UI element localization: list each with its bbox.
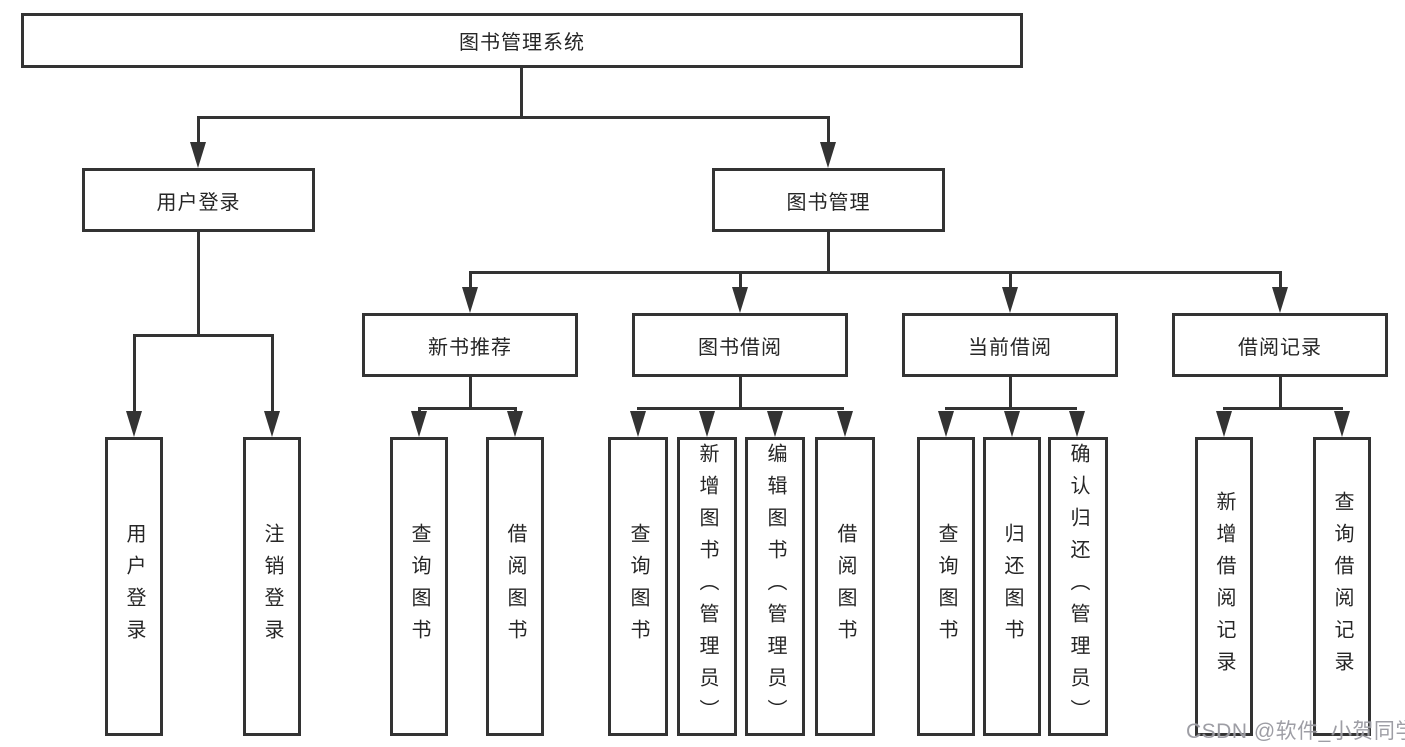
node-new-book-recommend: 新书推荐 xyxy=(362,313,578,377)
arrow-down-icon xyxy=(126,411,142,437)
leaf-query-borrow-record: 查询借阅记录 xyxy=(1313,437,1371,736)
connector-line-h xyxy=(637,407,844,410)
leaf-borrow-books: 借阅图书 xyxy=(815,437,875,736)
leaf-label: 归还图书 xyxy=(1001,522,1023,651)
arrow-down-icon xyxy=(1069,411,1085,437)
arrow-down-icon xyxy=(264,411,280,437)
arrow-down-icon xyxy=(1216,411,1232,437)
leaf-label: 查询图书 xyxy=(935,522,957,651)
leaf-label: 编辑图书（管理员） xyxy=(764,442,786,731)
connector-line-v xyxy=(271,334,274,411)
leaf-query-books-borrow: 查询图书 xyxy=(608,437,668,736)
arrow-down-icon xyxy=(820,142,836,168)
connector-line-h xyxy=(197,116,830,119)
connector-line-h xyxy=(418,407,515,410)
leaf-label: 查询借阅记录 xyxy=(1331,490,1353,683)
arrow-down-icon xyxy=(190,142,206,168)
arrow-down-icon xyxy=(1004,411,1020,437)
node-borrow-records: 借阅记录 xyxy=(1172,313,1388,377)
connector-line-v xyxy=(1279,271,1282,291)
connector-line-h xyxy=(133,334,273,337)
arrow-down-icon xyxy=(507,411,523,437)
connector-line-v xyxy=(739,377,742,410)
connector-line-h xyxy=(1223,407,1343,410)
node-library-system: 图书管理系统 xyxy=(21,13,1023,68)
leaf-return-books: 归还图书 xyxy=(983,437,1041,736)
node-user-login: 用户登录 xyxy=(82,168,315,232)
connector-line-v xyxy=(739,271,742,291)
arrow-down-icon xyxy=(1272,287,1288,313)
leaf-label: 确认归还（管理员） xyxy=(1067,442,1089,731)
leaf-label: 注销登录 xyxy=(261,522,283,651)
arrow-down-icon xyxy=(630,411,646,437)
node-label: 图书借阅 xyxy=(698,336,782,359)
connector-line-v xyxy=(1009,377,1012,410)
arrow-down-icon xyxy=(462,287,478,313)
arrow-down-icon xyxy=(1334,411,1350,437)
node-label: 图书管理系统 xyxy=(459,32,585,54)
connector-line-v xyxy=(520,68,523,118)
connector-line-v xyxy=(1009,271,1012,291)
leaf-edit-books-admin: 编辑图书（管理员） xyxy=(745,437,805,736)
connector-line-v xyxy=(197,232,200,337)
connector-line-v xyxy=(1279,377,1282,410)
leaf-add-borrow-record: 新增借阅记录 xyxy=(1195,437,1253,736)
connector-line-v xyxy=(469,271,472,291)
arrow-down-icon xyxy=(732,287,748,313)
connector-line-h xyxy=(469,271,1281,274)
leaf-label: 查询图书 xyxy=(408,522,430,651)
node-current-borrow: 当前借阅 xyxy=(902,313,1118,377)
node-label: 图书管理 xyxy=(786,191,871,214)
node-label: 新书推荐 xyxy=(428,336,512,359)
arrow-down-icon xyxy=(1002,287,1018,313)
arrow-down-icon xyxy=(938,411,954,437)
leaf-label: 用户登录 xyxy=(123,522,145,651)
leaf-user-login: 用户登录 xyxy=(105,437,163,736)
node-label: 当前借阅 xyxy=(968,336,1052,359)
connector-line-h xyxy=(945,407,1077,410)
leaf-label: 新增借阅记录 xyxy=(1213,490,1235,683)
leaf-confirm-return-admin: 确认归还（管理员） xyxy=(1048,437,1108,736)
leaf-label: 查询图书 xyxy=(627,522,649,651)
connector-line-v xyxy=(197,116,200,148)
connector-line-v xyxy=(469,377,472,410)
leaf-query-books-current: 查询图书 xyxy=(917,437,975,736)
leaf-label: 借阅图书 xyxy=(504,522,526,651)
arrow-down-icon xyxy=(699,411,715,437)
leaf-borrow-books-recommend: 借阅图书 xyxy=(486,437,544,736)
leaf-add-books-admin: 新增图书（管理员） xyxy=(677,437,737,736)
watermark: CSDN @软件_小贺同学 xyxy=(1186,720,1405,743)
arrow-down-icon xyxy=(767,411,783,437)
leaf-logout: 注销登录 xyxy=(243,437,301,736)
node-label: 用户登录 xyxy=(156,191,241,214)
leaf-query-books-recommend: 查询图书 xyxy=(390,437,448,736)
node-book-borrow: 图书借阅 xyxy=(632,313,848,377)
node-book-management: 图书管理 xyxy=(712,168,945,232)
connector-line-v xyxy=(827,116,830,148)
node-label: 借阅记录 xyxy=(1238,336,1322,359)
connector-line-v xyxy=(827,232,830,274)
leaf-label: 借阅图书 xyxy=(834,522,856,651)
connector-line-v xyxy=(133,334,136,411)
arrow-down-icon xyxy=(411,411,427,437)
leaf-label: 新增图书（管理员） xyxy=(696,442,718,731)
arrow-down-icon xyxy=(837,411,853,437)
